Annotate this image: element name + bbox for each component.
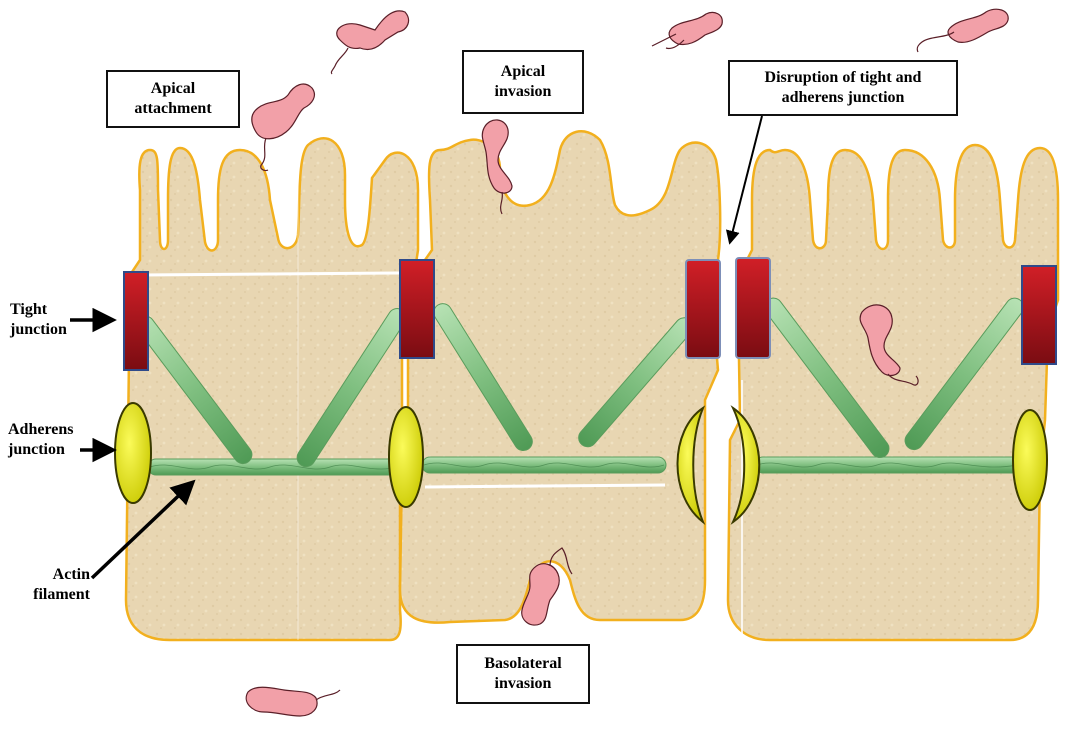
basolateral-invasion-label: Basolateral invasion [473,654,573,694]
actin-filament-label: Actin filament [30,565,90,605]
bacterium-icon [331,11,408,74]
basolateral-invasion-box: Basolateral invasion [456,644,590,704]
adherens-junction [115,403,151,503]
apical-attachment-box: Apical attachment [106,70,240,128]
adherens-junction-label: Adherens junction [8,420,88,460]
basal-membrane-line [425,485,665,487]
adherens-junction [389,407,423,507]
actin-filament [755,457,1020,473]
disruption-label: Disruption of tight and adherens junctio… [736,68,951,108]
tight-junction [1022,266,1056,364]
adherens-junction [1013,410,1047,510]
tight-junction-label: Tight junction [10,300,70,340]
tight-junction [400,260,434,358]
apical-invasion-box: Apical invasion [462,50,584,114]
bacterium-icon [917,9,1008,52]
tight-junction [124,272,148,370]
tight-junction [736,258,770,358]
epithelial-cell-right [728,145,1058,640]
tight-junction [686,260,720,358]
bacterium-icon [246,687,340,716]
disruption-box: Disruption of tight and adherens junctio… [728,60,958,116]
apical-attachment-label: Apical attachment [123,79,223,119]
epithelial-cell-left [126,138,418,640]
bacterium-icon [652,12,722,48]
apical-invasion-label: Apical invasion [483,62,563,102]
apical-membrane-line [140,273,400,275]
